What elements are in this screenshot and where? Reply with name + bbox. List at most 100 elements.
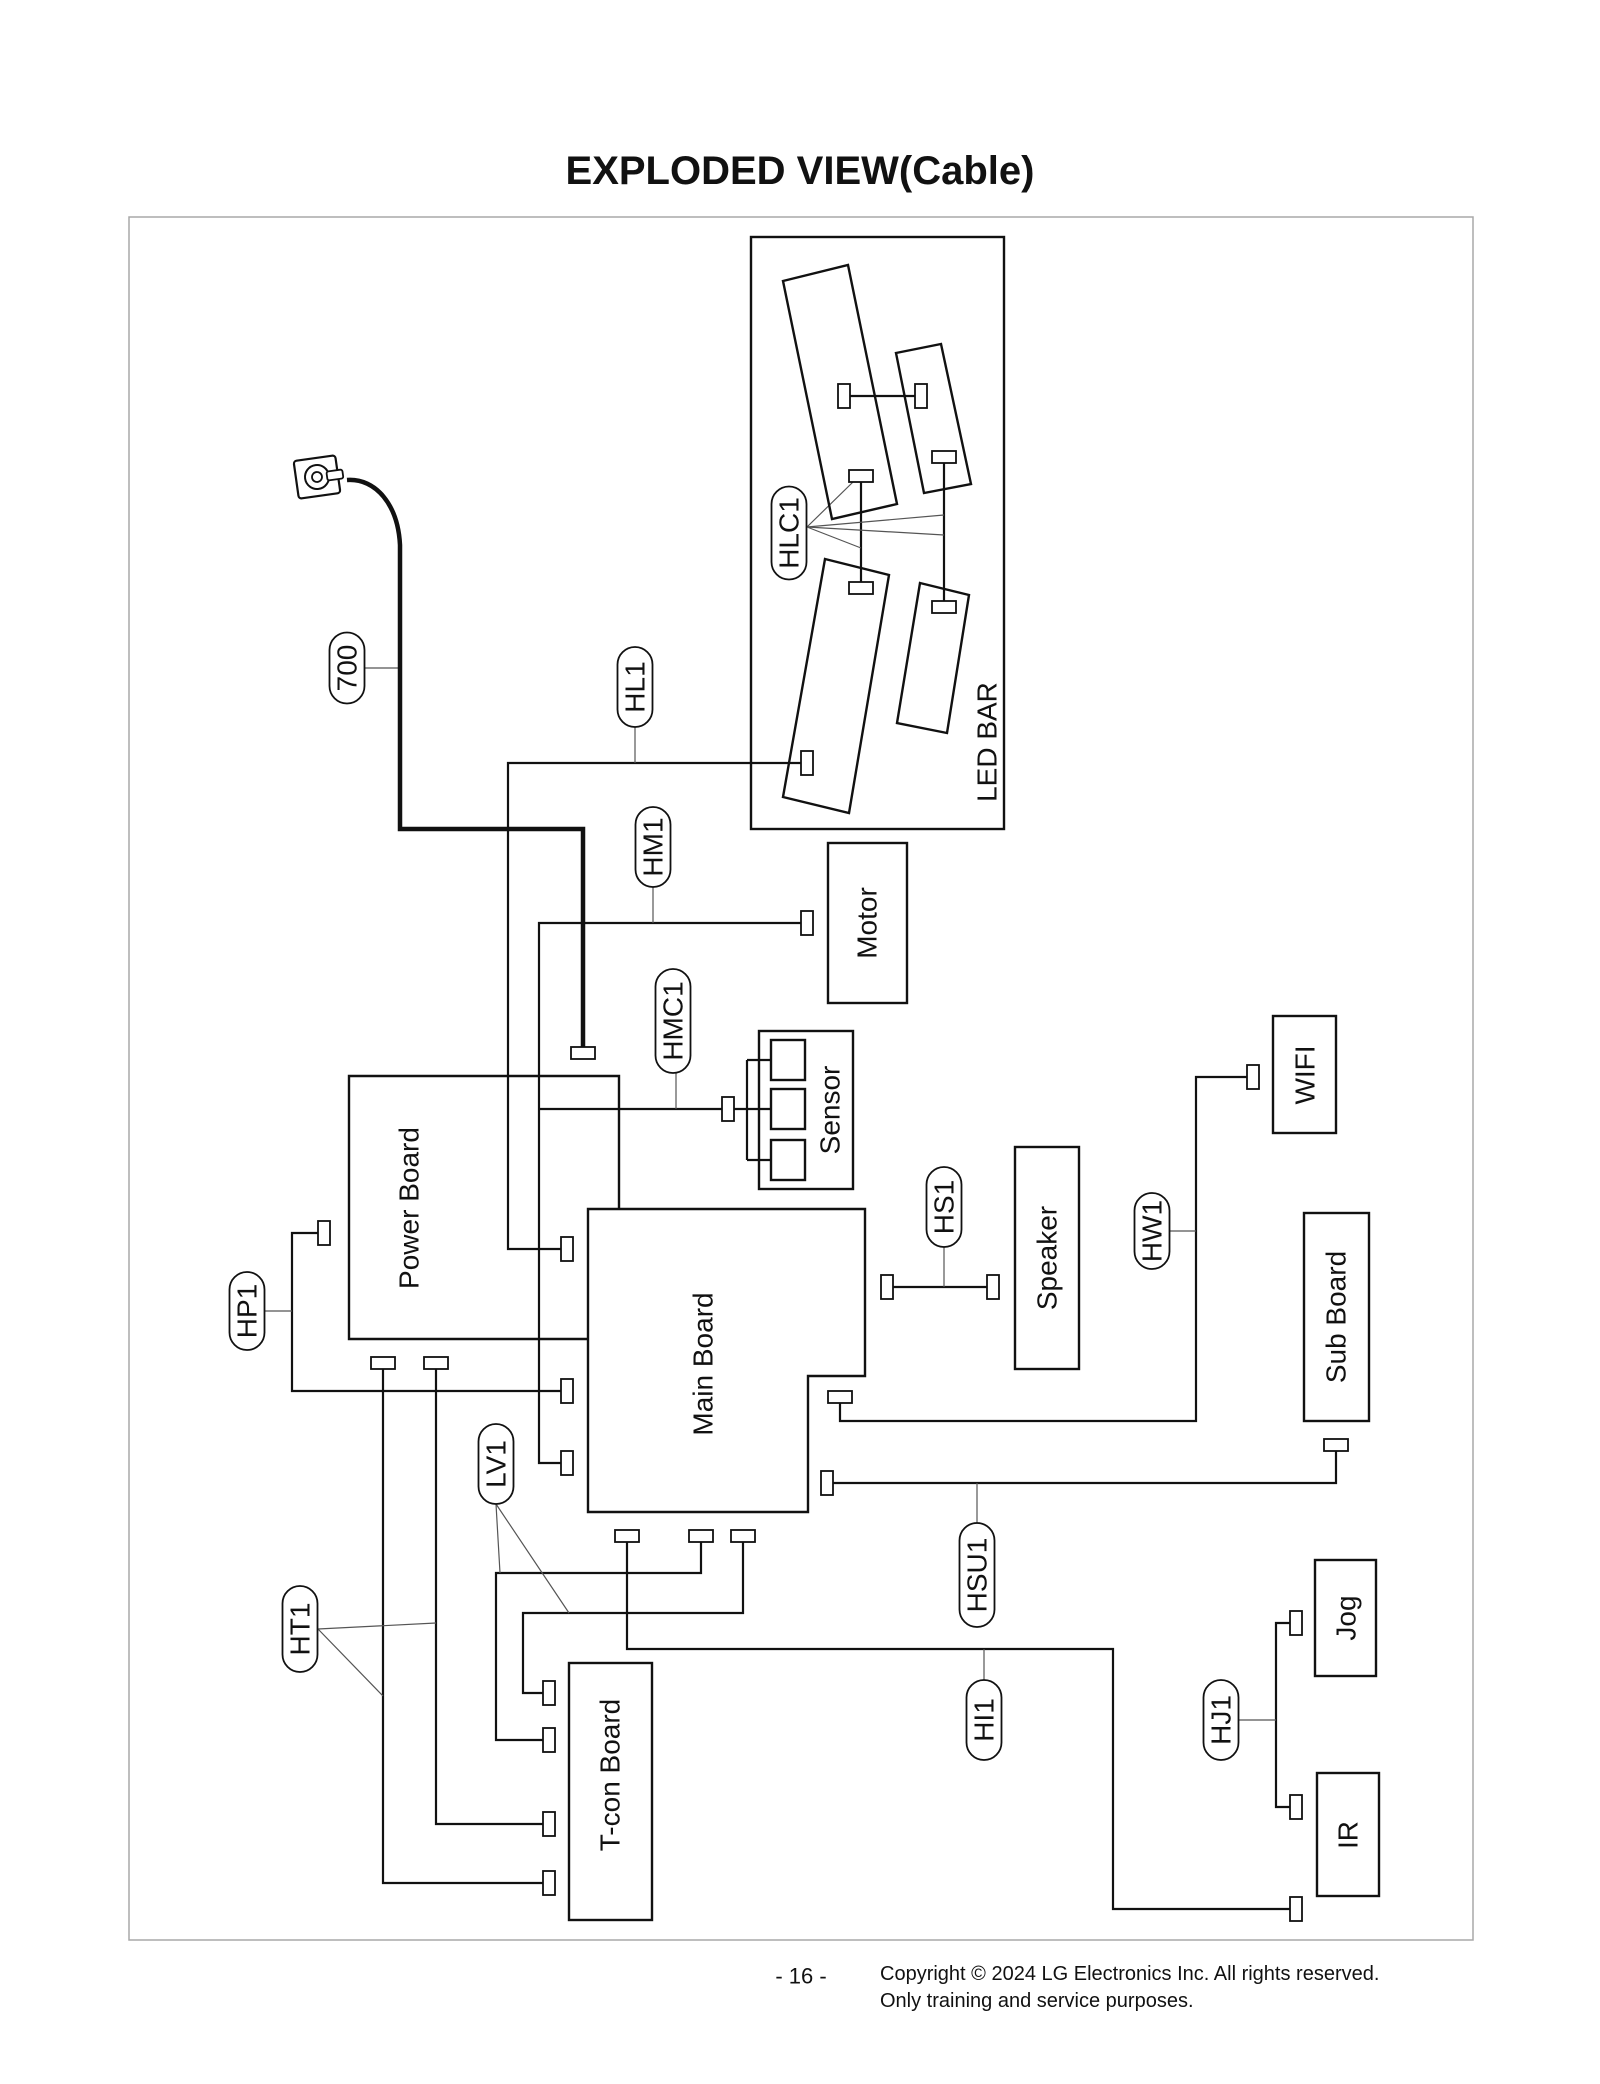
connector-icon [721,1096,735,1122]
cable-label-hmc1: HMC1 [654,968,692,1074]
connector-icon [931,600,957,614]
wire-hl1 [506,761,801,1251]
svg-text:HLC1: HLC1 [774,497,805,569]
connector-icon [986,1274,1000,1300]
wire-hsu1 [833,1451,1338,1485]
connector-icon [848,581,874,595]
sensor-element-1 [769,1038,807,1082]
motor-label: Motor [852,887,883,959]
led-bar: LED BAR [749,235,1006,831]
connector-icon [800,750,814,776]
wire-hp1 [290,1231,561,1393]
cable-label-700: 700 [328,631,366,705]
connector-icon [542,1680,556,1706]
connector-icon [370,1356,396,1370]
svg-text:HL1: HL1 [620,661,651,712]
led-strip-3 [781,557,891,815]
tcon-board-box [567,1661,654,1922]
svg-text:HJ1: HJ1 [1206,1695,1237,1745]
cable-label-lv1: LV1 [477,1423,515,1505]
connectors [317,383,1349,1922]
led-strip-4 [895,581,971,735]
svg-text:HT1: HT1 [285,1603,316,1656]
wire-hi1 [625,1542,1290,1911]
main-board-label: Main Board [688,1292,719,1435]
connector-icon [1289,1896,1303,1922]
connector-icon [542,1727,556,1753]
connector-icon [560,1450,574,1476]
speaker-box [1013,1145,1081,1371]
cable-labels: 700 HL1 HLC1 HM1 HMC1 HS1 HW1 HP1 [228,485,1240,1761]
jog-box [1313,1558,1378,1678]
copyright-line-2: Only training and service purposes. [880,1990,1194,2012]
copyright-line-1: Copyright © 2024 LG Electronics Inc. All… [880,1963,1379,1985]
wire-hm1 [537,921,801,1465]
connector-icon [1289,1610,1303,1636]
cable-label-hw1: HW1 [1133,1192,1171,1270]
power-board-outline [347,1074,621,1341]
sensor-element-3 [769,1138,807,1182]
wire-ht1-b [434,1369,543,1826]
jog-label: Jog [1331,1595,1362,1640]
connector-icon [880,1274,894,1300]
connector-icon [570,1046,596,1060]
svg-text:HMC1: HMC1 [658,981,689,1060]
cable-label-hi1: HI1 [965,1679,1003,1761]
sub-board-box [1302,1211,1371,1423]
svg-text:HW1: HW1 [1137,1200,1168,1262]
led-strip-1 [781,263,899,521]
connector-icon [1246,1064,1260,1090]
tcon-board-label: T-con Board [595,1699,626,1852]
connector-icon [542,1811,556,1837]
connector-icon [837,383,851,409]
cable-label-hs1: HS1 [925,1166,963,1248]
svg-text:HP1: HP1 [232,1284,263,1338]
motor: Motor [826,841,909,1005]
wires [265,394,1338,1911]
wire-sensor-fan [734,1058,771,1162]
svg-text:HI1: HI1 [969,1698,1000,1742]
svg-text:HSU1: HSU1 [962,1538,993,1613]
speaker-label: Speaker [1032,1206,1063,1310]
sensor: Sensor [757,1029,855,1191]
cable-label-hm1: HM1 [634,806,672,888]
speaker: Speaker [1013,1145,1081,1371]
connector-icon [800,910,814,936]
power-board: Power Board [347,1074,621,1341]
tcon-board: T-con Board [567,1661,654,1922]
page-number: - 16 - [775,1964,826,1989]
cable-label-ht1: HT1 [281,1585,319,1673]
main-board: Main Board [586,1207,867,1514]
cable-label-hp1: HP1 [228,1271,266,1351]
cable-label-hlc1: HLC1 [770,485,808,581]
led-bar-label: LED BAR [972,682,1003,802]
svg-text:LV1: LV1 [481,1440,512,1488]
cable-label-hj1: HJ1 [1202,1679,1240,1761]
connector-icon [560,1378,574,1404]
connector-icon [560,1236,574,1262]
connector-icon [1289,1794,1303,1820]
connector-icon [1323,1438,1349,1452]
sensor-label: Sensor [815,1066,846,1155]
motor-box [826,841,909,1005]
connector-icon [820,1470,834,1496]
wire-ht1-a [381,1369,543,1885]
connector-icon [317,1220,331,1246]
connector-icon [931,450,957,464]
connector-icon [827,1390,853,1404]
leader-lv1 [495,1503,570,1614]
wifi: WIFI [1271,1014,1338,1135]
ir: IR [1315,1771,1381,1898]
svg-text:700: 700 [332,645,363,692]
sensor-box [757,1029,855,1191]
jog: Jog [1313,1558,1378,1678]
power-plug-icon [292,454,345,500]
cable-label-hsu1: HSU1 [958,1522,996,1628]
svg-text:HS1: HS1 [929,1180,960,1234]
svg-text:HM1: HM1 [638,817,669,876]
connector-icon [730,1529,756,1543]
wire-lv1-a [494,1542,703,1742]
connector-icon [542,1870,556,1896]
wire-lv1-b [521,1542,745,1695]
